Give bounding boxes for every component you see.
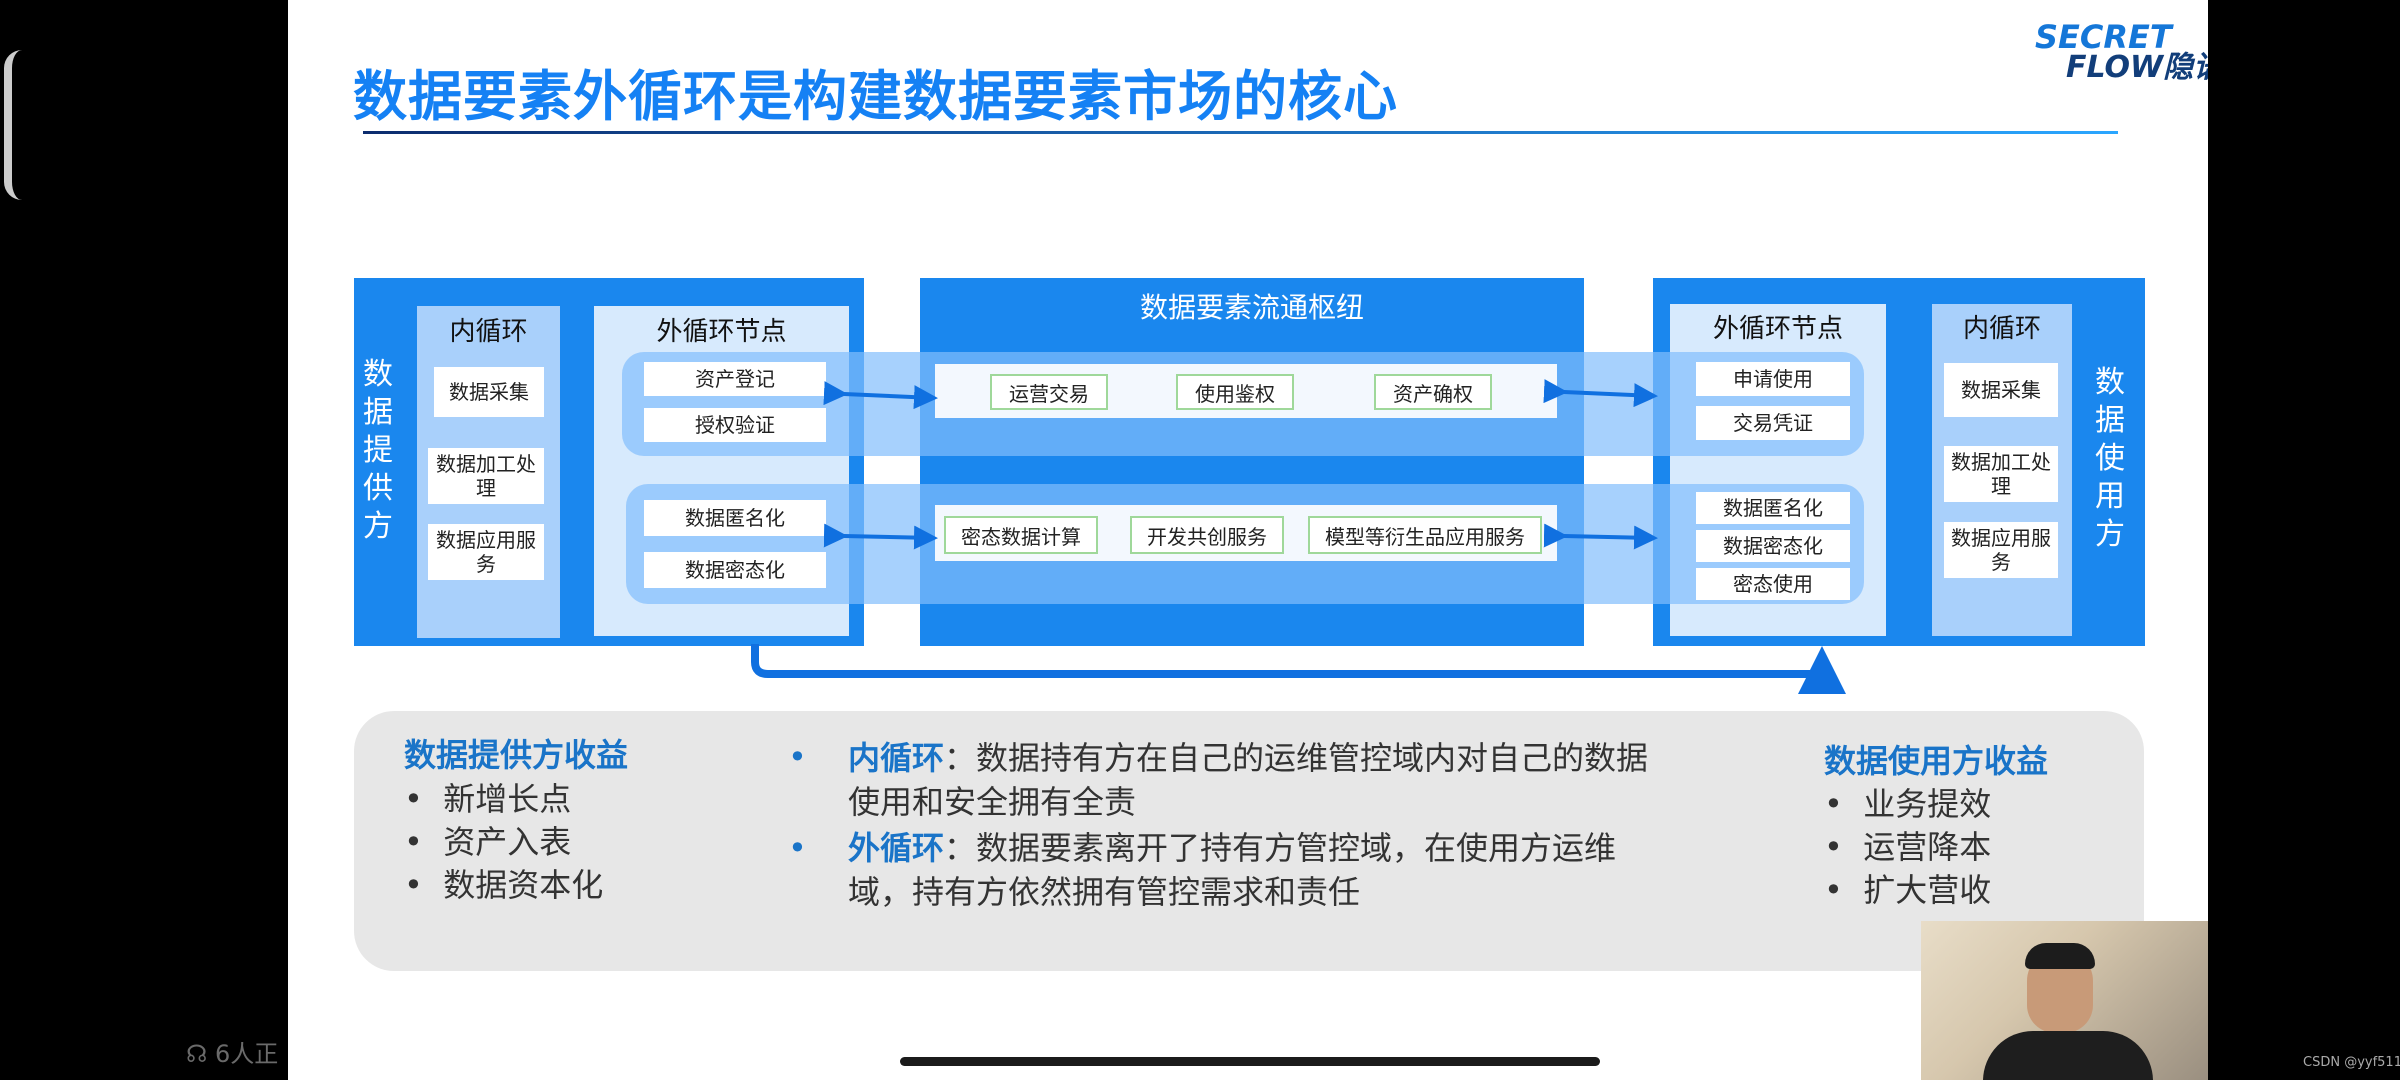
provider-benefits-title: 数据提供方收益 (404, 730, 628, 776)
provider-benefit-3-text: 数据资本化 (443, 866, 603, 904)
definition-bullet-2: • (788, 829, 807, 867)
csdn-watermark: CSDN @yyf511 (2303, 1055, 2400, 1070)
provider-benefit-2-text: 资产入表 (443, 823, 571, 861)
definition-outer-loop-text: ：数据要素离开了持有方管控域，在使用方运维域，持有方依然拥有管控需求和责任 (848, 829, 1616, 911)
user-benefit-2: • 运营降本 (1824, 822, 1991, 868)
user-benefit-1: • 业务提效 (1824, 779, 1991, 825)
definition-outer-loop-term: 外循环 (848, 829, 944, 867)
arrow-right-bottom (1564, 536, 1654, 538)
definition-inner-loop: 内循环：数据持有方在自己的运维管控域内对自己的数据使用和安全拥有全责 (848, 736, 1668, 824)
provider-benefit-1: • 新增长点 (404, 774, 571, 820)
viewers-icon: ☊ (186, 1040, 207, 1068)
user-benefits-title: 数据使用方收益 (1824, 736, 2048, 782)
viewer-count-text: 6人正 (215, 1040, 278, 1068)
provider-benefit-2: • 资产入表 (404, 817, 571, 863)
flow-arrows (288, 0, 2208, 700)
user-benefit-2-text: 运营降本 (1863, 828, 1991, 866)
user-benefit-1-text: 业务提效 (1863, 785, 1991, 823)
user-benefit-3-text: 扩大营收 (1863, 871, 1991, 909)
user-benefit-3: • 扩大营收 (1824, 865, 1991, 911)
arrow-right-top (1564, 392, 1654, 396)
definition-outer-loop: 外循环：数据要素离开了持有方管控域，在使用方运维域，持有方依然拥有管控需求和责任 (848, 826, 1668, 914)
provider-benefit-1-text: 新增长点 (443, 780, 571, 818)
viewer-count[interactable]: ☊ 6人正 (186, 1034, 278, 1069)
home-indicator[interactable] (900, 1057, 1600, 1066)
provider-benefit-3: • 数据资本化 (404, 860, 603, 906)
presenter-body (1983, 1031, 2153, 1080)
definition-inner-loop-term: 内循环 (848, 739, 944, 777)
screen-edge-bracket (4, 50, 32, 200)
slide: 数据要素外循环是构建数据要素市场的核心 SECRET FLOW隐语 数据提供方 … (288, 0, 2208, 1080)
definition-inner-loop-text: ：数据持有方在自己的运维管控域内对自己的数据使用和安全拥有全责 (848, 739, 1648, 821)
definition-bullet-1: • (788, 738, 807, 776)
bypass-arrow (755, 644, 1822, 674)
presenter-video[interactable] (1921, 921, 2208, 1080)
arrow-left-bottom (844, 536, 934, 538)
presenter-hair (2025, 943, 2095, 969)
arrow-left-top (844, 394, 934, 398)
